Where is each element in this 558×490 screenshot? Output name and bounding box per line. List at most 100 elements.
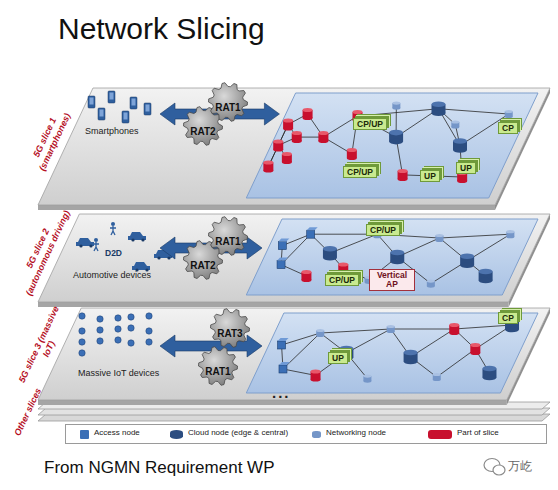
- smartphone-screen: [90, 98, 94, 105]
- slice-node-base: [457, 179, 467, 183]
- gear-outline: [211, 309, 250, 348]
- car-wheel: [131, 238, 134, 241]
- person-body: [110, 226, 116, 235]
- slice-slab: [38, 308, 550, 400]
- slice-node-top: [398, 169, 408, 173]
- slice-node-base: [311, 377, 321, 381]
- networking-node-top: [316, 329, 324, 332]
- function-label: UP: [424, 172, 436, 181]
- slice-layer: 5G slice 1 (smartphones)SmartphonesRAT1R…: [38, 88, 550, 205]
- networking-node-base: [316, 334, 324, 337]
- iot-device: [97, 316, 103, 322]
- slice-node-top: [347, 148, 357, 152]
- iot-device: [79, 350, 85, 356]
- slice-layer: 5G slice 2 (autonomous driving)Automotiv…: [38, 214, 550, 302]
- function-box: CP/UP: [366, 224, 400, 237]
- network-plane: [246, 219, 538, 295]
- iot-device: [97, 338, 103, 344]
- network-link: [439, 109, 509, 114]
- caption-holder: From NGMN Requirement WP: [44, 458, 274, 478]
- iot-device: [79, 339, 85, 345]
- networking-node-top: [505, 110, 513, 113]
- access-node-top: [278, 338, 289, 341]
- rat-label: RAT1: [215, 102, 240, 113]
- function-label: CP/UP: [347, 168, 373, 177]
- networking-node-top: [387, 325, 395, 328]
- diagram-caption: From NGMN Requirement WP: [44, 458, 274, 478]
- watermark: 万屹: [508, 458, 532, 475]
- function-label: CP: [502, 124, 514, 133]
- other-slices-label: Other slices: [13, 387, 44, 438]
- cloud-node-base: [453, 147, 467, 153]
- cloud-node-top: [339, 346, 353, 352]
- rat-label: RAT1: [215, 236, 240, 247]
- cloud-node-base: [460, 263, 474, 269]
- slice-illustration: [38, 214, 550, 308]
- iot-device: [146, 313, 152, 319]
- network-link: [439, 234, 510, 238]
- cloud-node-top: [432, 101, 446, 107]
- rat-label: RAT2: [190, 260, 215, 271]
- function-label: CP/UP: [370, 226, 396, 235]
- cloud-node-base: [482, 375, 496, 381]
- cloud-node-top: [482, 366, 496, 372]
- networking-node-base: [435, 239, 443, 242]
- slice-illustration: [38, 308, 550, 406]
- cloud-node-top: [390, 250, 404, 256]
- slice-node-top: [311, 369, 321, 373]
- rat-label: RAT2: [190, 126, 215, 137]
- car-wheel: [157, 256, 160, 259]
- slab-edge: [38, 205, 495, 210]
- smartphone-screen: [110, 93, 114, 100]
- legend-text-holder: Cloud node (edge & central): [188, 428, 288, 437]
- device-label: Automotive devices: [73, 270, 151, 280]
- device-label-holder: Automotive devices: [73, 270, 151, 280]
- function-label: UP: [332, 354, 344, 363]
- device-label: Massive IoT devices: [78, 368, 159, 378]
- slice-node-base: [449, 331, 459, 335]
- networking-node-top: [427, 280, 435, 283]
- cloud-node-base: [390, 259, 404, 265]
- slice-layer: 5G slice 3 (massive IoT)Massive IoT devi…: [38, 308, 550, 400]
- legend-text: Part of slice: [457, 428, 499, 437]
- access-node-top: [278, 239, 289, 242]
- legend-text-holder: Access node: [94, 428, 140, 437]
- slice-slab: [38, 88, 550, 205]
- watermark-icon: [484, 459, 505, 476]
- cloud-node-top: [389, 130, 403, 136]
- iot-device: [115, 315, 121, 321]
- iot-device: [79, 328, 85, 334]
- gear-outline: [184, 241, 223, 280]
- access-node: [277, 261, 285, 269]
- network-link: [320, 329, 390, 333]
- smartphone-icon: [88, 96, 95, 108]
- slice-node-top: [352, 110, 362, 114]
- function-label: CP/UP: [329, 276, 355, 285]
- cloud-node-base: [479, 278, 493, 284]
- slice-node-top: [449, 323, 459, 327]
- smartphone-icon: [108, 91, 115, 103]
- access-node-top: [307, 227, 318, 230]
- smartphone-icon: [130, 97, 137, 109]
- cloud-node-top: [453, 138, 467, 144]
- device-label-holder: Massive IoT devices: [78, 368, 159, 378]
- slice-slab: [38, 214, 550, 302]
- car-wheel: [79, 244, 82, 247]
- networking-node-top: [363, 375, 371, 378]
- slice-node-base: [347, 156, 357, 160]
- smartphone-icon: [144, 103, 151, 115]
- legend-swatch: [170, 430, 183, 439]
- slice-node-top: [318, 131, 328, 135]
- rat-gear: RAT1: [198, 346, 238, 386]
- function-box: UP: [328, 352, 348, 365]
- device-label: Smartphones: [85, 126, 139, 136]
- cloud-node-top: [460, 254, 474, 260]
- slice-node-base: [398, 177, 408, 181]
- cloud-node-top: [479, 269, 493, 275]
- access-node: [279, 365, 287, 373]
- network-link: [357, 109, 438, 116]
- iot-device: [128, 325, 134, 331]
- cloud-node-base: [505, 327, 519, 333]
- cloud-node-base: [389, 139, 403, 145]
- cloud-node-top: [404, 350, 418, 356]
